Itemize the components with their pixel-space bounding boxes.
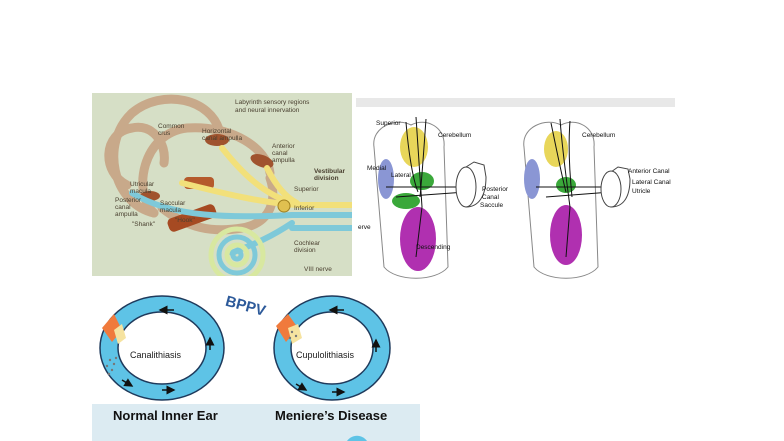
label-vestibular: Vestibular	[314, 168, 346, 175]
caption-normal-inner-ear: Normal Inner Ear	[113, 408, 218, 423]
saccular-macula	[167, 204, 217, 232]
label-cochlear: Cochlear	[294, 240, 321, 247]
otoconia-left	[105, 356, 118, 376]
labyrinth-diagram: Labyrinth sensory regions and neural inn…	[92, 93, 352, 276]
label-superior-nucleus: Superior	[376, 120, 401, 127]
canalithiasis-label: Canalithiasis	[130, 350, 182, 360]
cochlea	[208, 226, 266, 276]
label-saccule: Saccule	[480, 202, 504, 209]
label-descending: Descending	[416, 244, 451, 251]
bppv-title: BPPV	[224, 293, 268, 320]
label-posterior-ampulla: ampulla	[115, 211, 138, 218]
labyrinth-illustration: Labyrinth sensory regions and neural inn…	[104, 94, 352, 276]
label-division: division	[314, 175, 339, 182]
label-macula: macula	[130, 188, 151, 195]
right-brainstem	[523, 118, 631, 279]
label-posterior: Posterior	[115, 197, 142, 204]
label-shank: "Shank"	[132, 221, 156, 228]
label-lateral-canal: Lateral Canal	[632, 179, 671, 186]
caption-strip	[92, 404, 420, 441]
label-cerebellum-left: Cerebellum	[438, 132, 471, 139]
caption-menieres-disease: Meniere’s Disease	[275, 408, 388, 423]
labyrinth-title-1: Labyrinth sensory regions	[235, 99, 310, 106]
cupula-right	[276, 314, 298, 342]
label-anterior: Anterior	[272, 143, 296, 150]
label-nerve-fragment: erve	[358, 224, 371, 231]
label-medial: Medial	[367, 165, 387, 172]
label-cochlear-division: division	[294, 247, 316, 254]
label-lateral: Lateral	[391, 172, 411, 179]
label-superior: Superior	[294, 186, 319, 193]
label-posterior-canal: canal	[115, 204, 131, 211]
label-posterior-canal: Posterior	[482, 186, 509, 193]
labyrinth-title-2: and neural innervation	[235, 107, 300, 114]
label-crus: crus	[158, 130, 171, 137]
label-hook: "Hook"	[175, 217, 195, 224]
caption-strip-art	[347, 435, 367, 441]
cupulolithiasis-label: Cupulolithiasis	[296, 350, 355, 360]
label-saccular: Saccular	[160, 200, 186, 207]
bppv-illustration: BPPV Canalithiasis	[99, 293, 391, 401]
label-utricular: Utricular	[130, 181, 155, 188]
left-brainstem	[373, 116, 487, 279]
cupulolithiasis-canal: Cupulolithiasis	[273, 295, 391, 401]
label-cerebellum-right: Cerebellum	[582, 132, 615, 139]
inferior-nerve	[129, 190, 352, 256]
vestibular-nuclei-diagram: Superior Cerebellum Medial Lateral Poste…	[356, 98, 675, 287]
otoconia-right	[288, 330, 298, 340]
label-inferior: Inferior	[294, 205, 315, 212]
label-horizontal: Horizontal	[202, 128, 232, 135]
label-utricle: Utricle	[632, 188, 651, 195]
scarpa-ganglion	[277, 199, 291, 213]
label-anterior-canal: Anterior Canal	[628, 168, 670, 175]
label-ampulla: ampulla	[272, 157, 295, 164]
label-canal-ampulla: canal ampulla	[202, 135, 242, 142]
label-canal: Canal	[482, 194, 500, 201]
label-canal: canal	[272, 150, 288, 157]
bppv-diagram: BPPV Canalithiasis	[92, 280, 392, 408]
label-saccular-macula: macula	[160, 207, 181, 214]
label-common: Common	[158, 123, 185, 130]
label-viii-nerve: VIII nerve	[304, 266, 332, 273]
nuclei-illustration: Superior Cerebellum Medial Lateral Poste…	[358, 116, 671, 279]
canalithiasis-canal: Canalithiasis	[99, 295, 225, 401]
